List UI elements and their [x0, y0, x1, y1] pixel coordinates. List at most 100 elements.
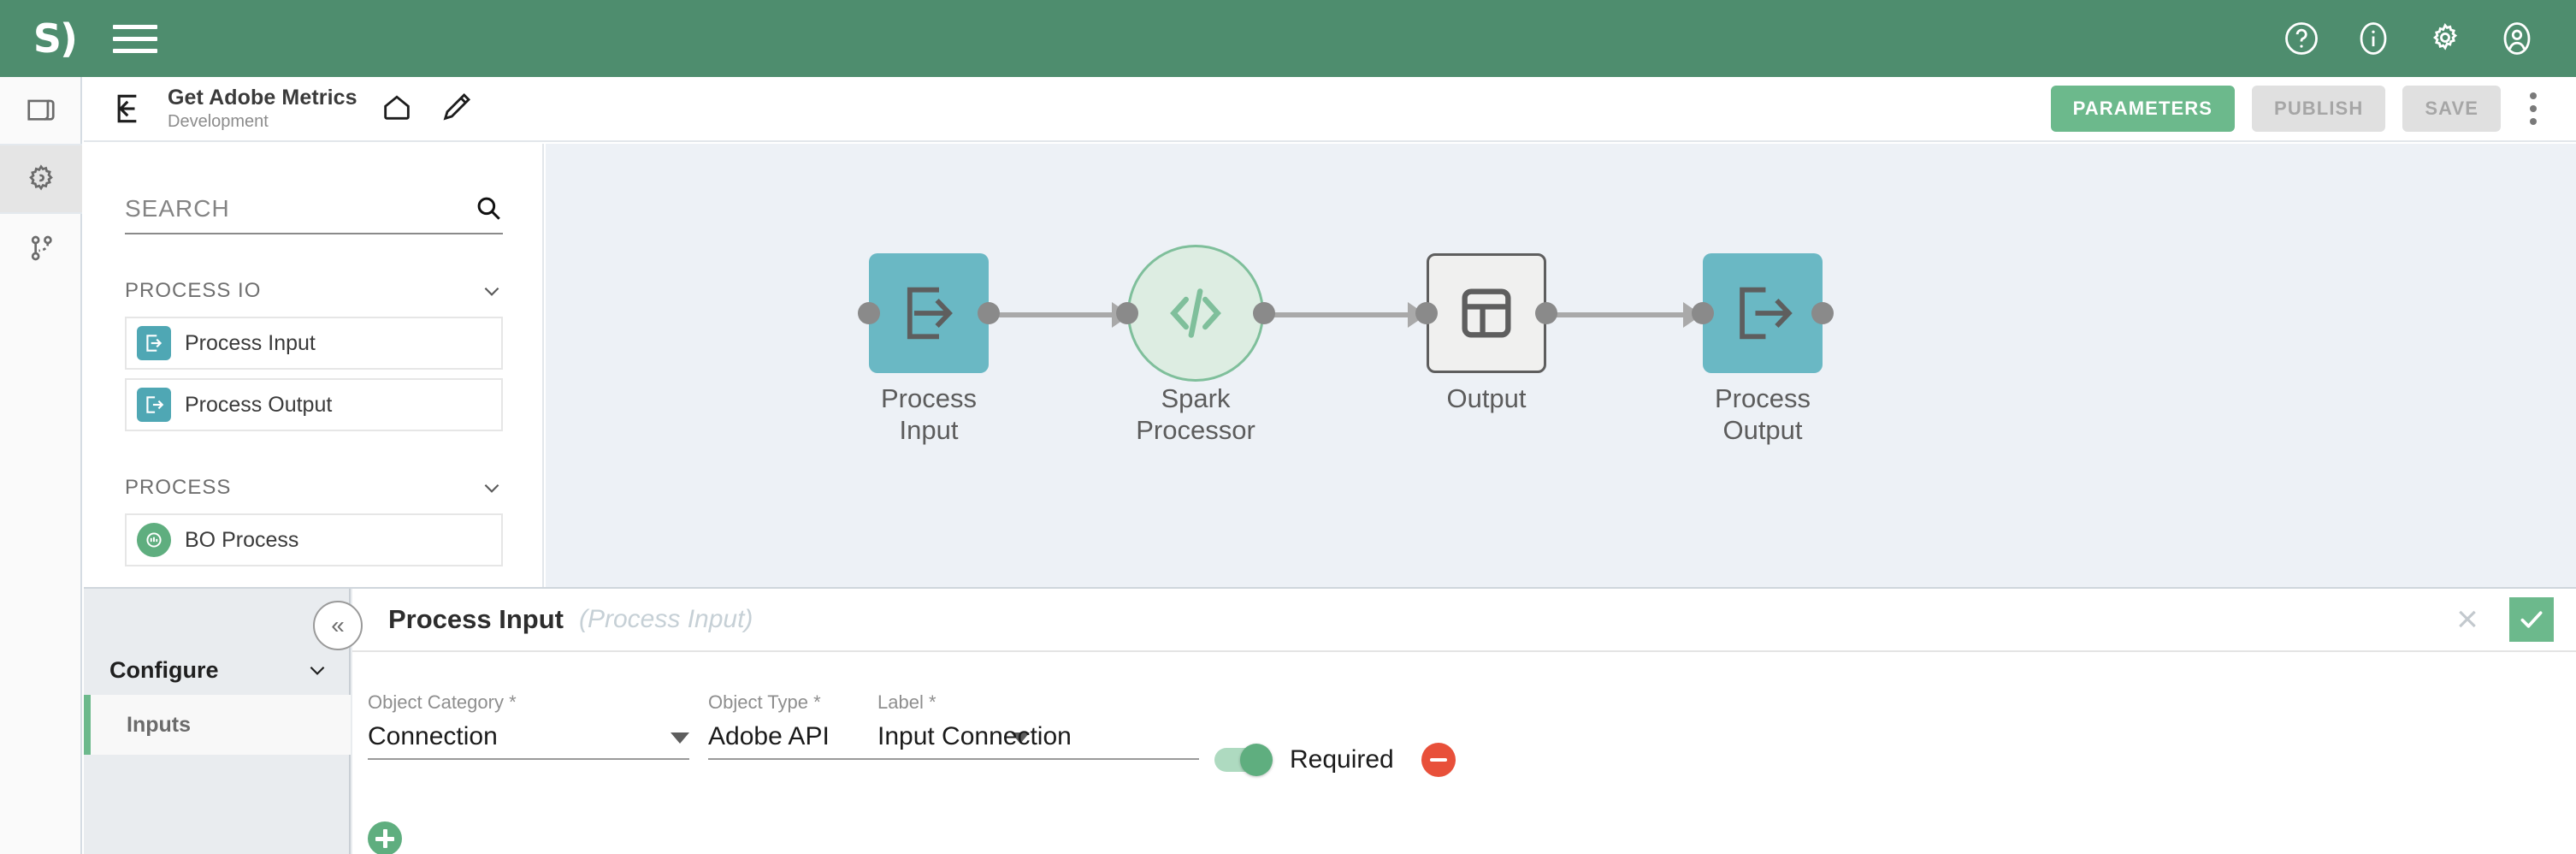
kebab-dot — [2530, 118, 2537, 125]
object-category-field[interactable]: Object Category * Connection — [368, 691, 689, 760]
edge-output-to-procout — [1551, 312, 1687, 317]
confirm-checkmark-button[interactable] — [2509, 597, 2554, 642]
palette-group-process-io[interactable]: PROCESS IO — [125, 279, 503, 303]
bo-process-icon — [137, 523, 171, 557]
node-port-in[interactable] — [1116, 302, 1138, 324]
node-port-in[interactable] — [1692, 302, 1714, 324]
field-control[interactable]: Adobe API — [708, 722, 1030, 760]
node-port-out[interactable] — [1535, 302, 1557, 324]
home-icon[interactable] — [380, 90, 417, 128]
search-magnifier-icon[interactable] — [474, 193, 503, 222]
pencil-edit-icon[interactable] — [440, 90, 477, 128]
edge-spark-to-output — [1264, 312, 1418, 317]
node-port-out[interactable] — [1811, 302, 1834, 324]
edge-input-to-spark — [992, 312, 1120, 317]
node-port-in[interactable] — [858, 302, 880, 324]
app-logo: S) — [32, 15, 78, 62]
label-field[interactable]: Label * Input Connection — [877, 691, 1199, 760]
field-control[interactable]: Input Connection — [877, 722, 1199, 760]
inputs-form: Object Category * Connection Object Type… — [352, 652, 2576, 854]
required-toggle-label: Required — [1290, 745, 1394, 774]
left-icon-rail — [0, 77, 82, 854]
palette-group-label: PROCESS — [125, 476, 232, 499]
canvas-node-output[interactable]: Output — [1415, 253, 1557, 413]
rail-item-settings[interactable] — [0, 145, 82, 214]
field-value: Connection — [368, 722, 498, 750]
dock-panel-subtitle: (Process Input) — [579, 605, 753, 633]
field-label: Object Type * — [708, 691, 821, 713]
user-account-icon[interactable] — [2499, 21, 2535, 56]
dock-nav-item-inputs[interactable]: Inputs — [84, 695, 351, 755]
required-toggle[interactable] — [1214, 744, 1273, 776]
field-control[interactable]: Connection — [368, 722, 689, 760]
chevron-down-icon[interactable] — [481, 280, 503, 302]
project-header: Get Adobe Metrics Development PARAMETERS… — [84, 77, 2576, 142]
palette-item-process-input[interactable]: Process Input — [125, 317, 503, 370]
kebab-dot — [2530, 105, 2537, 112]
process-output-icon — [137, 388, 171, 422]
palette-item-label: BO Process — [185, 527, 299, 552]
project-title-block: Get Adobe Metrics Development — [168, 86, 357, 132]
dock-content: « Process Input (Process Input) × Object… — [313, 589, 2576, 854]
chevron-down-icon[interactable] — [1011, 732, 1030, 744]
field-value: Input Connection — [877, 722, 1072, 750]
palette-item-label: Process Output — [185, 392, 333, 417]
node-port-out[interactable] — [1253, 302, 1275, 324]
chevron-down-icon[interactable] — [481, 477, 503, 499]
rail-item-document[interactable] — [0, 77, 82, 145]
search-placeholder: SEARCH — [125, 195, 230, 222]
add-plus-icon[interactable] — [368, 821, 402, 854]
dock-nav-item-label: Inputs — [127, 712, 191, 737]
node-shape[interactable] — [1127, 245, 1264, 382]
palette-group-process[interactable]: PROCESS — [125, 476, 503, 500]
node-port-in[interactable] — [1415, 302, 1438, 324]
collapse-left-double-chevron-icon[interactable]: « — [313, 601, 363, 650]
palette-item-label: Process Input — [185, 330, 316, 355]
dock-title-bar: « Process Input (Process Input) × — [313, 589, 2576, 652]
publish-button[interactable]: PUBLISH — [2252, 86, 2386, 132]
hamburger-menu-icon[interactable] — [113, 20, 161, 57]
field-label: Label * — [877, 691, 936, 713]
help-icon[interactable] — [2284, 21, 2319, 56]
node-shape[interactable] — [1427, 253, 1546, 373]
topbar-icon-group — [2284, 21, 2535, 56]
remove-minus-icon[interactable] — [1421, 743, 1456, 777]
environment-label: Development — [168, 111, 269, 131]
page-title: Get Adobe Metrics — [168, 86, 357, 110]
settings-gear-icon[interactable] — [2427, 21, 2463, 56]
kebab-menu-icon[interactable] — [2514, 86, 2552, 132]
search-input[interactable]: SEARCH — [125, 193, 503, 234]
rail-item-branch[interactable] — [0, 214, 82, 282]
dock-nav: Configure Inputs — [84, 589, 351, 854]
field-label: Object Category * — [368, 691, 517, 713]
properties-dock: Configure Inputs « Process Input (Proces… — [84, 587, 2576, 854]
minus-bar — [1429, 758, 1447, 762]
plus-vertical-bar — [382, 829, 387, 848]
palette-item-bo-process[interactable]: BO Process — [125, 513, 503, 566]
top-app-bar: S) — [0, 0, 2576, 77]
node-shape[interactable] — [869, 253, 989, 373]
close-x-icon[interactable]: × — [2456, 598, 2479, 640]
chevron-down-icon[interactable] — [671, 732, 689, 744]
node-shape[interactable] — [1703, 253, 1823, 373]
object-type-field[interactable]: Object Type * Adobe API — [708, 691, 1030, 760]
process-input-icon — [137, 326, 171, 360]
chevron-down-icon[interactable] — [306, 659, 328, 681]
save-button[interactable]: SAVE — [2402, 86, 2501, 132]
node-label: Output — [1446, 383, 1527, 413]
palette-group-label: PROCESS IO — [125, 279, 262, 302]
palette-item-process-output[interactable]: Process Output — [125, 378, 503, 431]
parameters-button[interactable]: PARAMETERS — [2050, 86, 2236, 132]
node-port-out[interactable] — [978, 302, 1000, 324]
configure-section-header[interactable]: Configure — [84, 645, 351, 695]
toggle-knob — [1240, 744, 1273, 776]
info-icon[interactable] — [2355, 21, 2391, 56]
back-arrow-icon[interactable] — [111, 90, 149, 128]
